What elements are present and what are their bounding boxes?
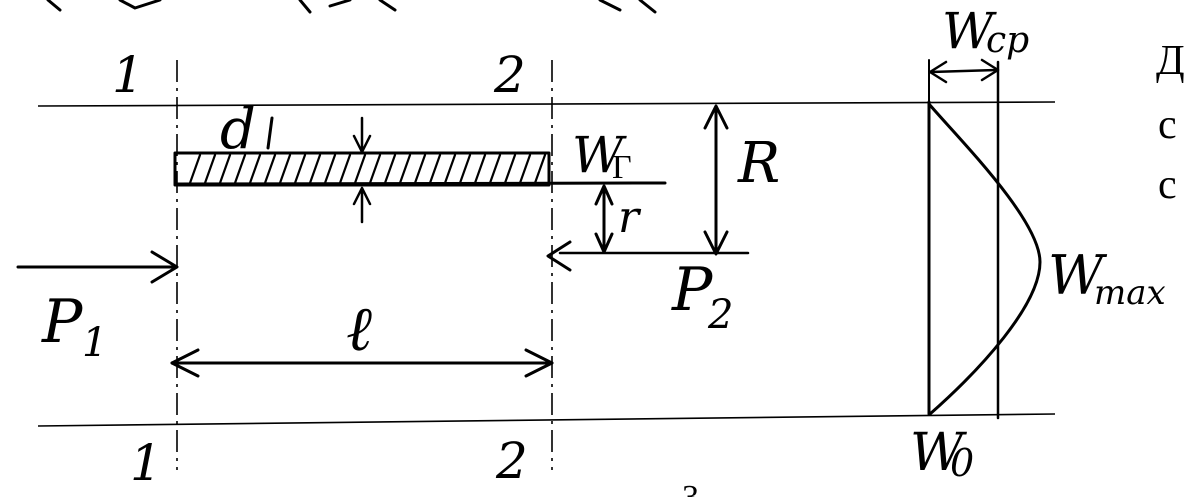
r-coordinate-arrow: [558, 184, 750, 255]
w-max-subscript: max: [1094, 273, 1166, 313]
radius-label: R: [737, 131, 780, 196]
wall-velocity-subscript: Г: [612, 149, 632, 186]
pressure-1-subscript: 1: [82, 320, 107, 366]
length-label: ℓ: [346, 292, 372, 365]
w-max-label: W: [1048, 244, 1108, 307]
pressure-2-subscript: 2: [707, 292, 733, 338]
cropped-top-text: [46, 0, 657, 14]
w-avg-arrow: [928, 58, 1000, 84]
pipe-bottom-line: [37, 413, 1056, 427]
w-0-subscript: 0: [950, 441, 974, 485]
page-number: 3: [682, 479, 699, 497]
layer-thickness-arrows: [352, 116, 372, 224]
section-1-bottom-label: 1: [130, 434, 162, 492]
w-0-label: W: [910, 423, 967, 483]
side-text-1: Д: [1156, 38, 1184, 84]
pressure-2-label: P: [671, 255, 714, 325]
radius-arrow: [703, 104, 729, 256]
diameter-label: d: [220, 97, 256, 162]
side-text-3: с: [1158, 162, 1177, 208]
w-avg-subscript: ср: [986, 20, 1029, 61]
diameter-label-stroke: [266, 116, 274, 150]
section-2-bottom-label: 2: [495, 432, 528, 490]
w-avg-label: W: [942, 2, 997, 60]
pressure-1-label: P: [41, 287, 84, 357]
pipe-top-line: [37, 101, 1056, 107]
side-text-2: с: [1158, 102, 1177, 148]
wall-velocity-label: W: [572, 126, 627, 184]
section-2-top-label: 2: [493, 46, 526, 104]
pressure-2-arrow: [546, 240, 572, 272]
pressure-1-arrow: [16, 250, 179, 284]
velocity-profile: [927, 59, 1042, 420]
r-coordinate-label: r: [618, 192, 642, 243]
length-arrow: [170, 348, 554, 378]
section-1-top-label: 1: [112, 46, 144, 104]
